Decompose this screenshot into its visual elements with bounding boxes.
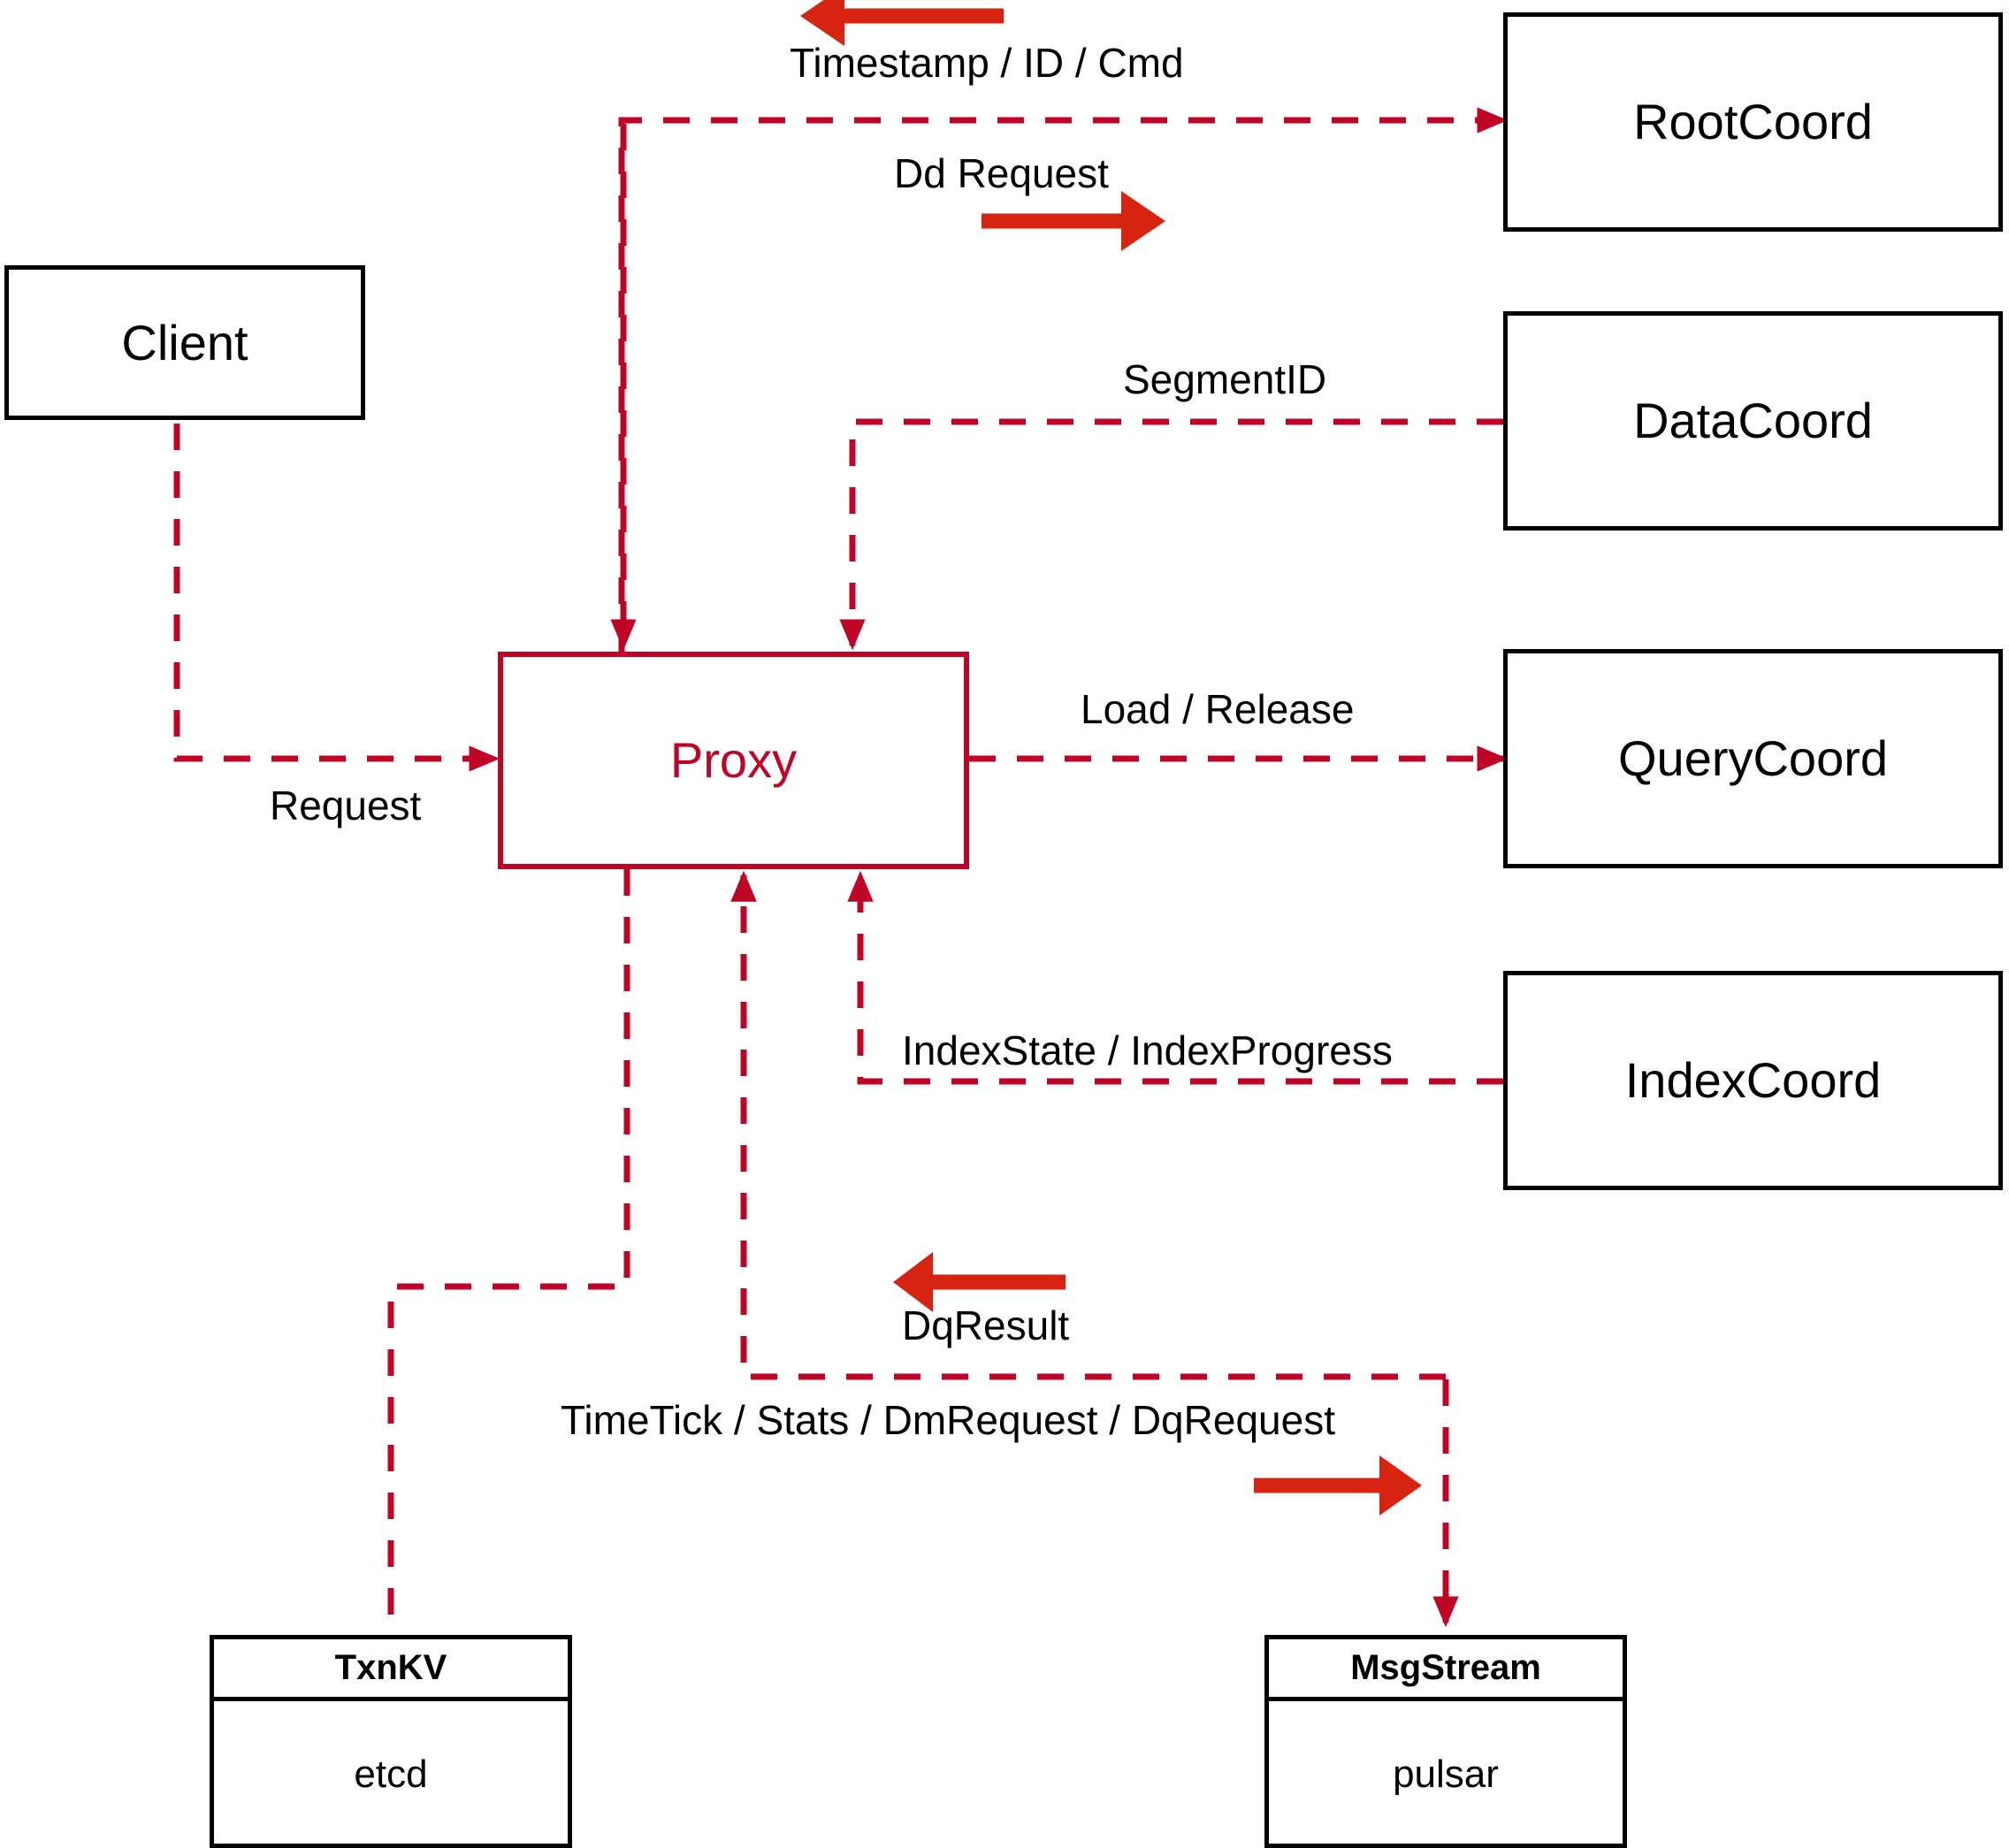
node-msgstream[interactable]: MsgStream pulsar — [1264, 1635, 1627, 1848]
direction-arrow-timestamp — [800, 0, 1004, 46]
node-querycoord[interactable]: QueryCoord — [1503, 649, 2003, 868]
node-datacoord-label: DataCoord — [1633, 393, 1873, 448]
wire-indexcoord-to-proxy — [847, 870, 1503, 1085]
node-indexcoord[interactable]: IndexCoord — [1503, 971, 2003, 1190]
wire-proxy-to-rootcoord — [618, 107, 1509, 652]
node-txnkv-title: TxnKV — [214, 1639, 568, 1701]
direction-arrow-timetick — [1254, 1455, 1422, 1516]
direction-arrow-dd-request — [982, 191, 1165, 251]
node-querycoord-label: QueryCoord — [1617, 730, 1889, 786]
node-datacoord[interactable]: DataCoord — [1503, 311, 2003, 531]
edge-label-timetick-stats: TimeTick / Stats / DmRequest / DqRequest — [561, 1397, 1335, 1443]
node-indexcoord-label: IndexCoord — [1624, 1052, 1882, 1108]
edge-label-timestamp-id-cmd: Timestamp / ID / Cmd — [790, 40, 1184, 86]
edge-label-segment-id: SegmentID — [1123, 356, 1327, 402]
direction-arrow-dq-result — [893, 1252, 1066, 1312]
edge-label-load-release: Load / Release — [1081, 686, 1355, 732]
wire-datacoord-to-proxy — [839, 418, 1503, 651]
node-msgstream-body: pulsar — [1393, 1753, 1499, 1796]
node-proxy-label: Proxy — [669, 732, 798, 788]
node-rootcoord-label: RootCoord — [1633, 94, 1873, 149]
node-client[interactable]: Client — [4, 265, 365, 420]
node-client-label: Client — [121, 314, 248, 370]
wire-proxy-to-txnkv — [387, 869, 630, 1635]
wire-msgstream-to-proxy — [730, 870, 1446, 1380]
edge-label-dd-request: Dd Request — [894, 150, 1109, 196]
node-txnkv[interactable]: TxnKV etcd — [210, 1635, 572, 1848]
node-msgstream-title: MsgStream — [1269, 1639, 1623, 1701]
node-txnkv-body: etcd — [354, 1753, 428, 1796]
node-proxy[interactable]: Proxy — [498, 652, 969, 869]
edge-label-request: Request — [270, 783, 422, 829]
wire-client-to-proxy — [173, 376, 500, 772]
edge-label-index-state: IndexState / IndexProgress — [902, 1027, 1393, 1073]
edge-label-dq-result: DqResult — [902, 1302, 1070, 1348]
node-rootcoord[interactable]: RootCoord — [1503, 12, 2003, 232]
